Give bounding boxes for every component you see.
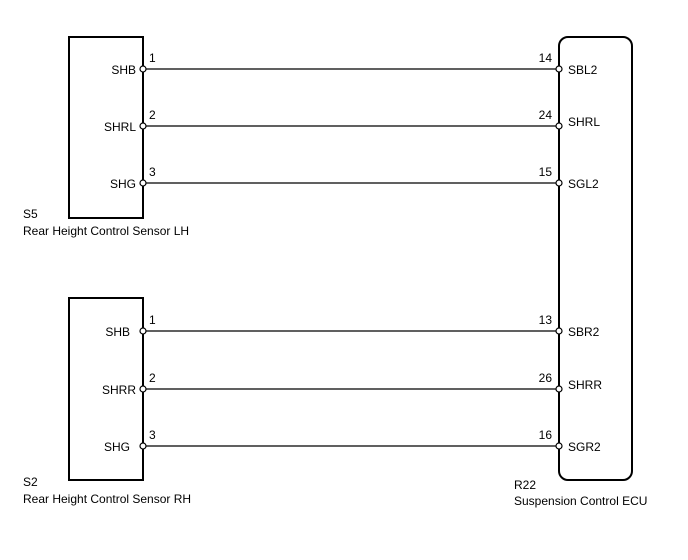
ecu-pin-num-lh-1: 14 bbox=[539, 51, 553, 65]
sensor-rh-pin-num-1: 1 bbox=[149, 313, 156, 327]
pin-rh-1 bbox=[139, 327, 147, 335]
ecu-pin-label-lh-1: SBL2 bbox=[568, 63, 598, 77]
ecu-pin-label-lh-2: SHRL bbox=[568, 115, 600, 129]
sensor-rh-pin-num-2: 2 bbox=[149, 371, 156, 385]
pin-ecu-lh-1 bbox=[555, 65, 563, 73]
pin-rh-2 bbox=[139, 385, 147, 393]
sensor-lh-pin-num-2: 2 bbox=[149, 108, 156, 122]
sensor-lh-pin-label-3: SHG bbox=[110, 177, 136, 191]
sensor-lh-id: S5 bbox=[23, 207, 38, 221]
pin-ecu-lh-3 bbox=[555, 179, 563, 187]
sensor-rh-pin-label-3: SHG bbox=[104, 440, 130, 454]
sensor-lh-name: Rear Height Control Sensor LH bbox=[23, 224, 189, 238]
sensor-rh-pin-label-1: SHB bbox=[105, 325, 130, 339]
sensor-rh-id: S2 bbox=[23, 475, 38, 489]
sensor-rh-pin-label-2: SHRR bbox=[102, 383, 136, 397]
sensor-lh-pin-num-1: 1 bbox=[149, 51, 156, 65]
ecu-pin-label-rh-2: SHRR bbox=[568, 378, 602, 392]
pin-ecu-rh-1 bbox=[555, 327, 563, 335]
ecu-pin-label-rh-1: SBR2 bbox=[568, 325, 600, 339]
sensor-rh-name: Rear Height Control Sensor RH bbox=[23, 492, 191, 506]
sensor-lh-pin-label-2: SHRL bbox=[104, 120, 136, 134]
ecu-pin-num-lh-2: 24 bbox=[539, 108, 553, 122]
pin-lh-1 bbox=[139, 65, 147, 73]
pin-lh-2 bbox=[139, 122, 147, 130]
pin-lh-3 bbox=[139, 179, 147, 187]
ecu-name: Suspension Control ECU bbox=[514, 494, 647, 508]
sensor-lh-pin-label-1: SHB bbox=[111, 63, 136, 77]
ecu-pin-num-rh-3: 16 bbox=[539, 428, 553, 442]
ecu-box bbox=[558, 36, 633, 481]
ecu-pin-label-lh-3: SGL2 bbox=[568, 177, 599, 191]
pin-ecu-rh-3 bbox=[555, 442, 563, 450]
pin-ecu-lh-2 bbox=[555, 122, 563, 130]
sensor-rh-box bbox=[68, 297, 144, 481]
sensor-lh-pin-num-3: 3 bbox=[149, 165, 156, 179]
ecu-id: R22 bbox=[514, 478, 536, 492]
ecu-pin-num-rh-1: 13 bbox=[539, 313, 553, 327]
pin-ecu-rh-2 bbox=[555, 385, 563, 393]
ecu-pin-label-rh-3: SGR2 bbox=[568, 440, 601, 454]
pin-rh-3 bbox=[139, 442, 147, 450]
sensor-rh-pin-num-3: 3 bbox=[149, 428, 156, 442]
ecu-pin-num-rh-2: 26 bbox=[539, 371, 553, 385]
ecu-pin-num-lh-3: 15 bbox=[539, 165, 553, 179]
sensor-lh-box bbox=[68, 36, 144, 219]
